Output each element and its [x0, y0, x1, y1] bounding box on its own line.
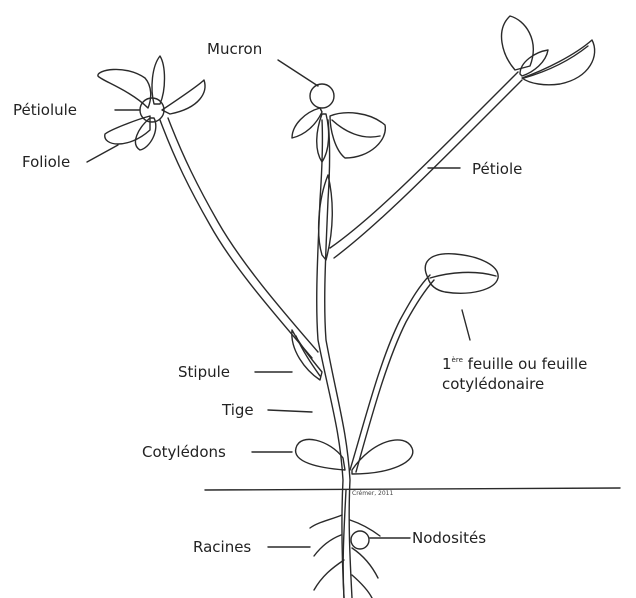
ground-line	[205, 488, 620, 490]
leaflet-tl-2	[152, 56, 165, 104]
label-petiolule: Pétiolule	[13, 101, 77, 119]
leader-first-leaf	[462, 310, 470, 340]
label-mucron: Mucron	[207, 40, 262, 58]
left-petiole-edge	[168, 118, 318, 352]
credit-text: Crémer, 2011	[352, 490, 393, 497]
first-leaf-vein	[430, 272, 496, 278]
first-leaf-superscript: ère	[452, 356, 463, 364]
label-stipule: Stipule	[178, 363, 230, 381]
left-petiole	[160, 120, 312, 358]
label-first-leaf: 1ère feuille ou feuille cotylédonaire	[442, 350, 587, 394]
label-tige: Tige	[222, 401, 254, 419]
root-3	[314, 560, 344, 590]
circle-mucron	[310, 84, 334, 108]
leaflet-tr-1	[502, 16, 534, 70]
root-main	[343, 490, 346, 598]
root-2	[314, 535, 341, 556]
root-5	[352, 548, 378, 578]
root-6	[352, 575, 372, 598]
label-racines: Racines	[193, 538, 251, 556]
first-leaf-text: feuille ou feuille	[463, 355, 587, 373]
label-petiole: Pétiole	[472, 160, 522, 178]
cotyledon-left	[296, 439, 345, 470]
cotyledon-right	[352, 440, 413, 474]
main-stem-edge	[325, 120, 352, 598]
leaflet-tc-vein	[332, 120, 380, 137]
label-nodosites: Nodosités	[412, 529, 486, 547]
first-leaf-line2: cotylédonaire	[442, 375, 544, 393]
first-leaf-stalk-edge	[356, 280, 434, 472]
leaflet-tl-4	[105, 116, 150, 144]
leader-tige	[268, 410, 312, 412]
leaflet-tr-3	[520, 50, 548, 76]
first-leaf-number: 1	[442, 355, 452, 373]
leader-mucron	[278, 60, 318, 86]
circle-nodosites	[351, 531, 369, 549]
leader-foliole	[87, 145, 118, 162]
leaflet-tl-3	[162, 80, 205, 114]
root-1	[310, 515, 342, 528]
label-cotyledons: Cotylédons	[142, 443, 226, 461]
label-foliole: Foliole	[22, 153, 70, 171]
